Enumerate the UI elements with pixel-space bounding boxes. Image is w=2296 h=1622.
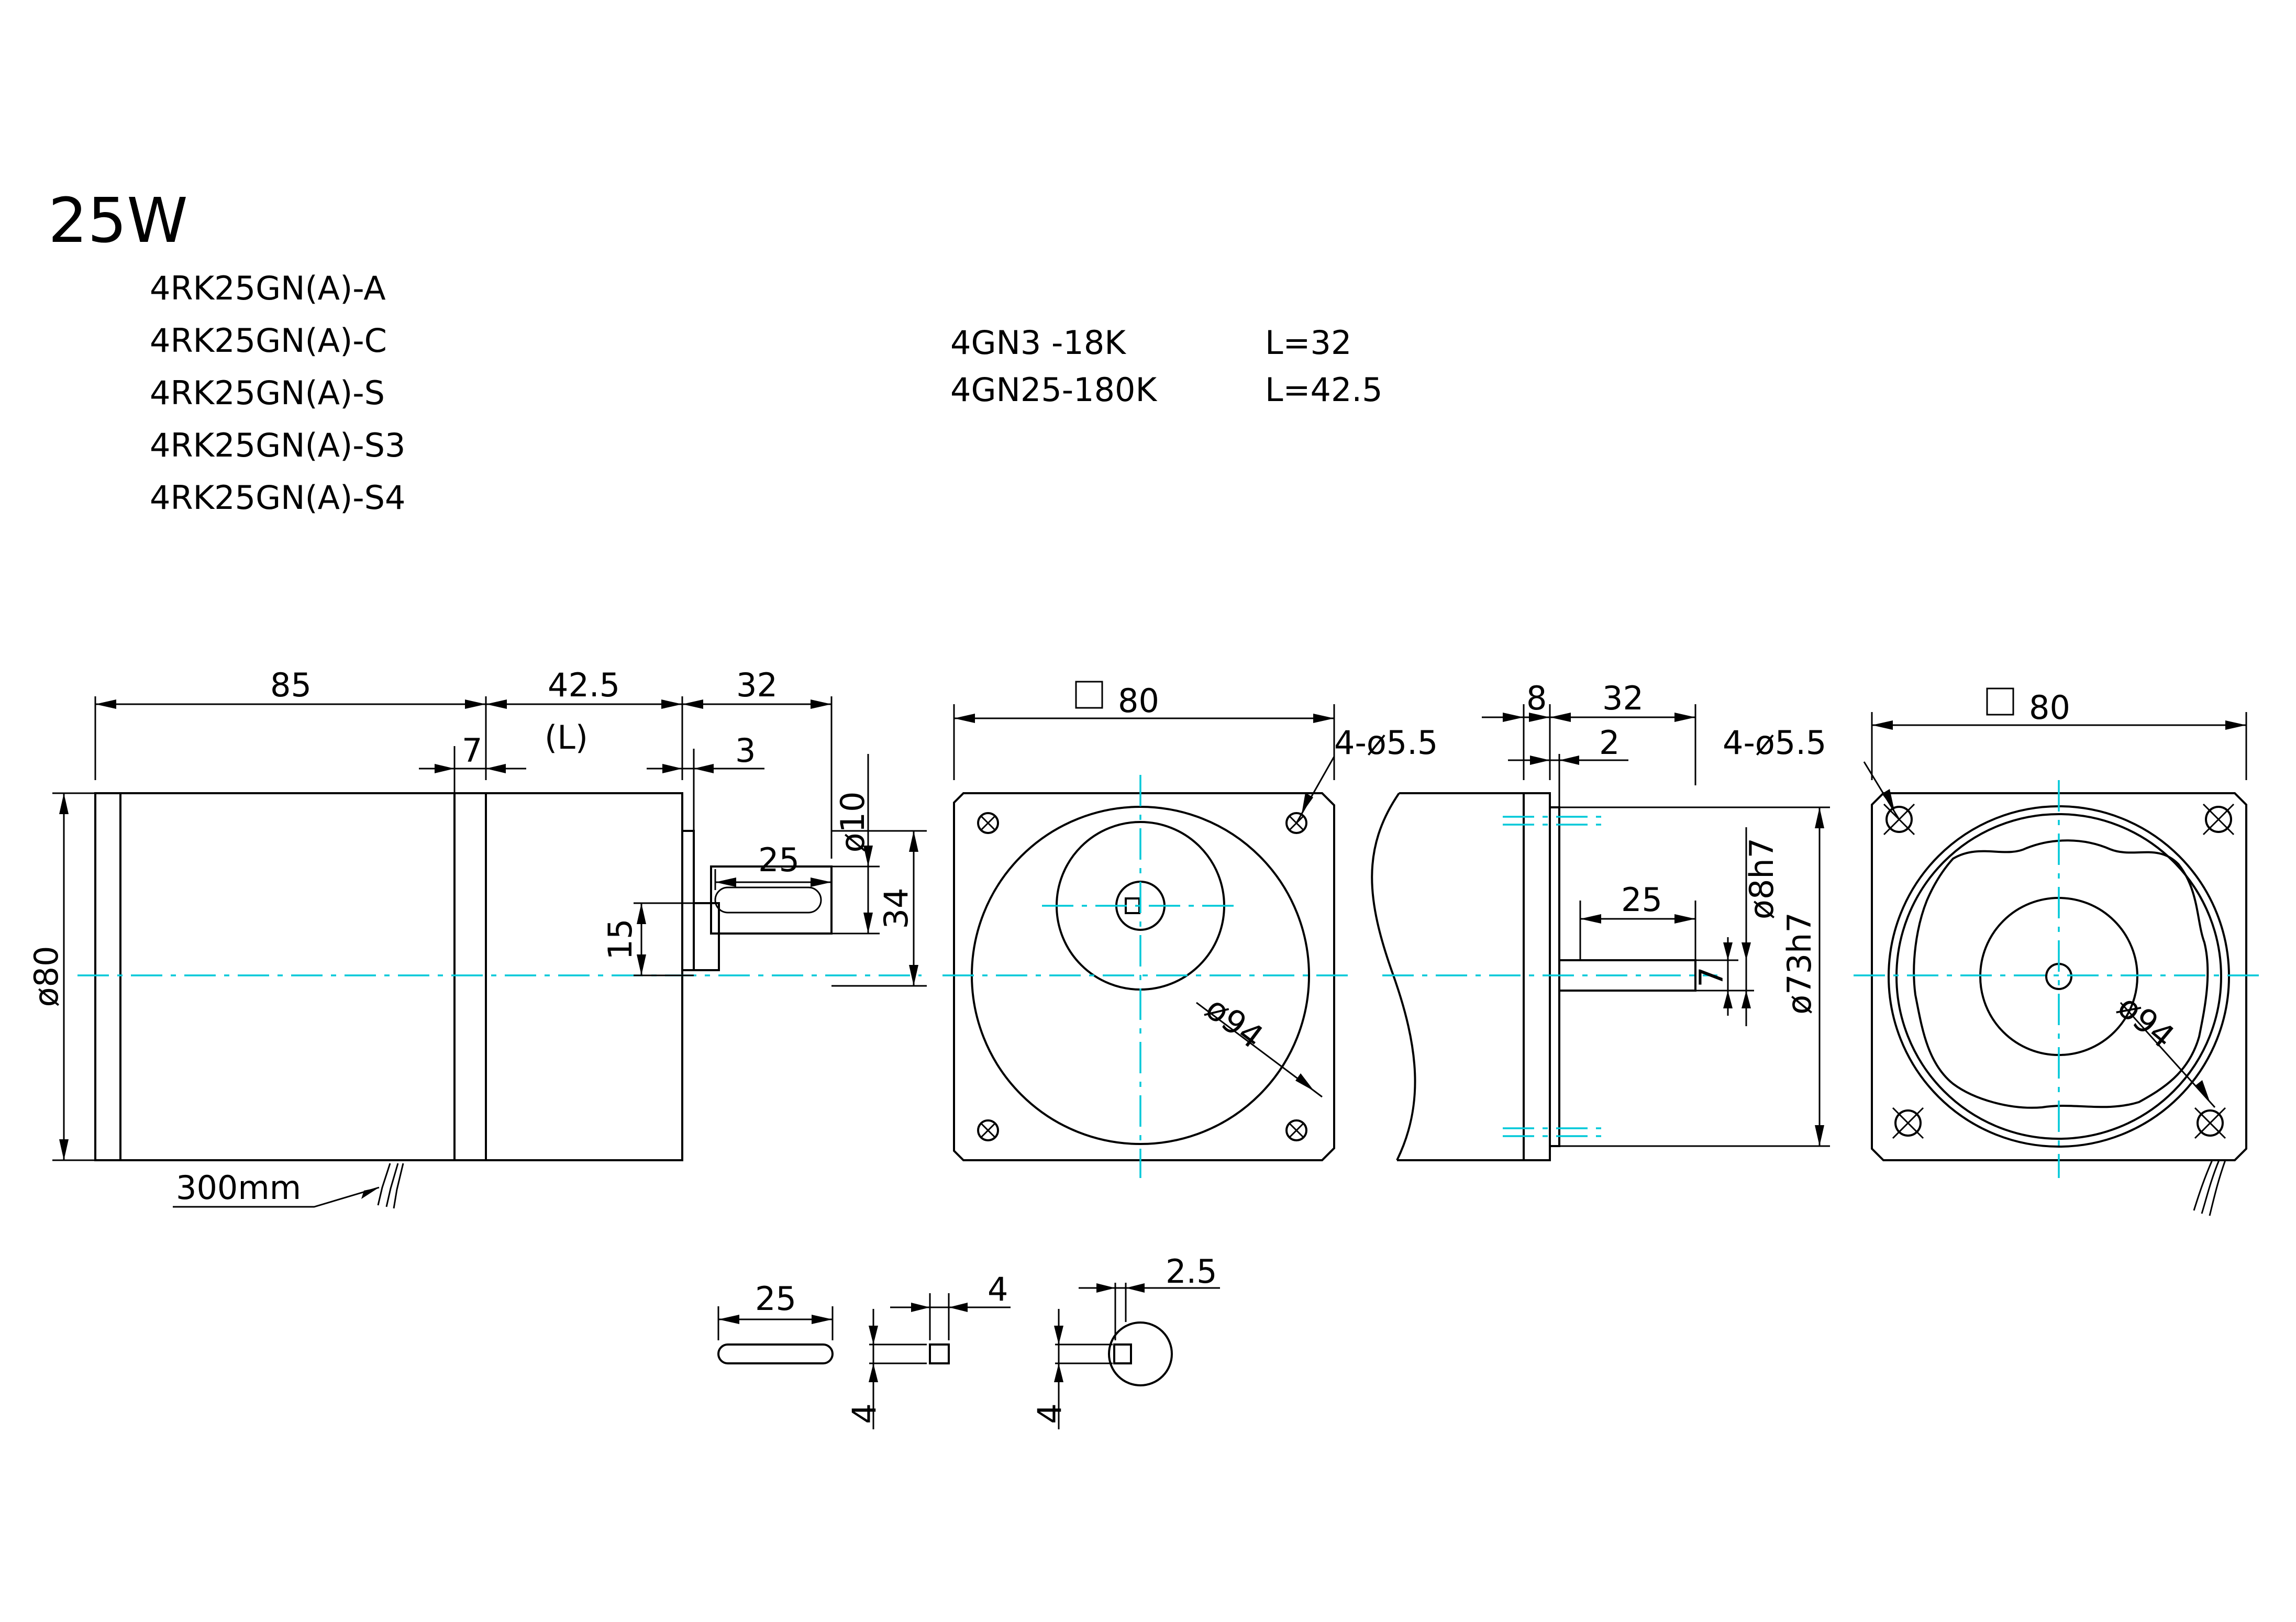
square-symbol-icon: [1986, 687, 2014, 716]
square-symbol-icon: [1075, 681, 1103, 709]
model-5: 4RK25GN(A)-S4: [150, 479, 405, 517]
dim-shaft-center-height: 34: [877, 888, 915, 929]
dim-gearbox-length: 42.5: [548, 666, 620, 704]
motor-flange: [1523, 792, 1551, 1161]
motor-flange-face: [1871, 792, 2247, 1161]
dim-groove: 7: [462, 731, 482, 770]
dim-motor-shoulder: 2: [1599, 724, 1620, 762]
dim-motor-key-length: 25: [1621, 881, 1662, 919]
mount-hole: [2202, 803, 2235, 836]
dim-square: 80: [1118, 682, 1159, 720]
motor-side-view: 8 32 2 25 7 ø8h7 ø73h7: [1371, 679, 1830, 1161]
key-detail: 25: [717, 1280, 834, 1364]
gearbox-length-1: L=32: [1265, 324, 1351, 362]
dim-detail-key-width: 4: [988, 1270, 1008, 1308]
power-rating: 25W: [48, 184, 188, 257]
lead-length-label: 300mm: [176, 1169, 301, 1207]
gearbox-ratio-2: 4GN25-180K: [950, 371, 1157, 409]
dim-gearbox-length-var: (L): [545, 718, 588, 757]
dim-motor-key-width: 7: [1692, 966, 1731, 987]
model-3: 4RK25GN(A)-S: [150, 374, 385, 412]
rotor-boss: [1979, 897, 2138, 1056]
dim-detail-key-height: 4: [845, 1403, 883, 1424]
dim-pilot-dia: ø73h7: [1780, 912, 1818, 1015]
gearbox-flange: [953, 792, 1335, 1161]
gearbox-length-2: L=42.5: [1265, 371, 1383, 409]
dim-motor-shaft-length: 32: [1602, 679, 1644, 717]
dim-shaft-length: 32: [736, 666, 778, 704]
mount-hole: [1285, 1119, 1307, 1141]
d-cut-detail: 2.5 4: [1030, 1252, 1220, 1429]
mount-hole: [977, 1119, 999, 1141]
mount-hole: [977, 812, 999, 834]
motor-lead-wires: [2193, 1160, 2226, 1216]
break-line: [1371, 792, 1416, 1161]
dim-motor-pcd: ø94: [2110, 987, 2181, 1056]
dim-shaft-dia: ø10: [834, 792, 872, 853]
dim-holes: 4-ø5.5: [1334, 724, 1438, 762]
dim-flange: 8: [1526, 679, 1547, 717]
front-view: 80 4-ø5.5 ø94: [942, 681, 1438, 1178]
side-view: 300mm 85 42.5 (L) 32 7 3: [27, 666, 927, 1209]
dim-detail-key-length: 25: [755, 1280, 796, 1318]
model-2: 4RK25GN(A)-C: [150, 321, 387, 360]
stator-outline: [1913, 839, 2209, 1109]
gearbox-ratio-1: 4GN3 -18K: [950, 324, 1126, 362]
lead-wires: [377, 1163, 404, 1209]
mount-hole: [2194, 1107, 2226, 1139]
dim-motor-holes: 4-ø5.5: [1723, 724, 1826, 762]
key-section-detail: 4 4: [845, 1270, 1011, 1429]
dim-motor-square: 80: [2029, 688, 2070, 727]
dim-key-length: 25: [758, 841, 800, 879]
dim-d-cut-width: 4: [1030, 1403, 1069, 1424]
dim-pcd: ø94: [1199, 989, 1270, 1057]
pilot: [1549, 806, 1560, 1147]
dim-shoulder: 3: [735, 731, 756, 770]
dim-motor-shaft-dia: ø8h7: [1743, 838, 1781, 919]
keyway: [714, 886, 822, 914]
model-4: 4RK25GN(A)-S3: [150, 426, 405, 464]
model-1: 4RK25GN(A)-A: [150, 269, 386, 307]
dim-shaft-offset: 15: [601, 919, 639, 960]
mount-hole: [1892, 1107, 1924, 1139]
dim-motor-length: 85: [270, 666, 312, 704]
dim-body-dia: ø80: [27, 946, 65, 1007]
motor-body: [94, 792, 683, 1161]
dim-d-cut-depth: 2.5: [1166, 1252, 1217, 1291]
